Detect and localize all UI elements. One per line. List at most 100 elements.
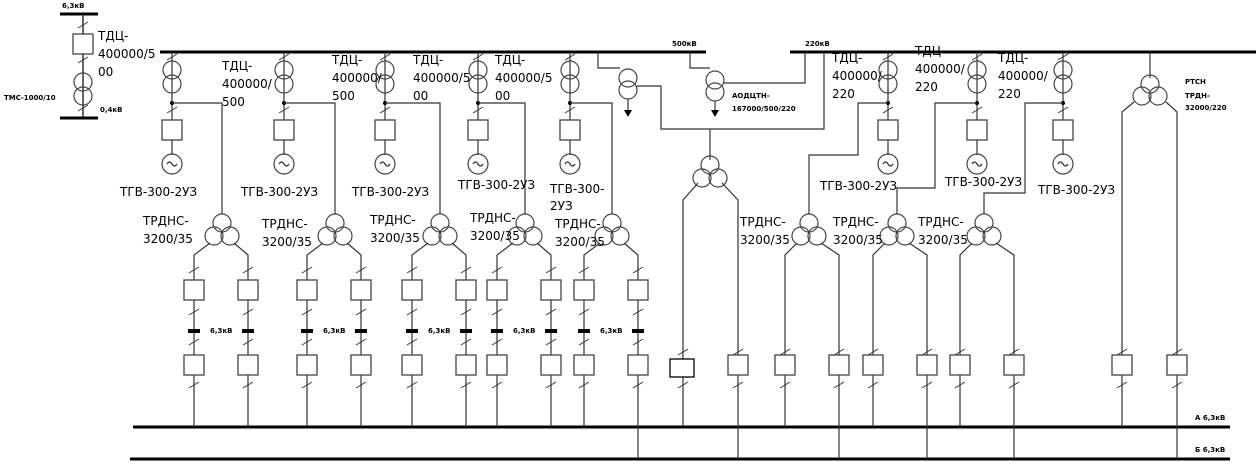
disconnector-mark <box>460 266 472 274</box>
tap-wire <box>896 102 977 214</box>
disconnector-mark <box>867 381 879 389</box>
split-winding-transformer-icon <box>791 226 811 246</box>
disconnector-mark <box>406 338 418 346</box>
transformer-winding-icon <box>560 60 580 80</box>
generator-sine-icon <box>882 161 894 167</box>
generator-icon <box>273 153 295 175</box>
disconnector-mark <box>867 348 879 356</box>
breaker-box <box>669 358 695 378</box>
breaker-box <box>540 279 562 301</box>
tap-wire <box>284 102 336 214</box>
disconnector-mark <box>77 104 89 112</box>
aux-transformer-label: 3200/35 <box>470 229 520 243</box>
rtsn-label: РТСН <box>1185 78 1206 86</box>
disconnector-mark <box>460 338 472 346</box>
tap-wire <box>808 102 888 214</box>
unit-transformer-label: 400000/ <box>832 69 883 83</box>
rtsn-transformer-icon <box>1148 86 1168 106</box>
disconnector-mark <box>379 53 391 61</box>
disconnector-mark <box>1171 381 1183 389</box>
generator-breaker <box>1052 119 1074 141</box>
disconnector-mark <box>406 308 418 316</box>
split-winding-transformer-icon <box>692 168 712 188</box>
split-winding-transformer-icon <box>422 226 442 246</box>
disconnector-mark <box>278 106 290 114</box>
unit-transformer-label: 220 <box>832 87 855 101</box>
generator-icon <box>877 153 899 175</box>
generator-sine-icon <box>472 161 484 167</box>
tap-wire <box>172 102 223 214</box>
transformer-winding-icon <box>274 60 294 80</box>
aux-transformer-label: ТРДНС- <box>832 215 879 229</box>
breaker-box <box>949 354 971 376</box>
split-winding-transformer-icon <box>602 213 622 233</box>
breaker-box <box>573 279 595 301</box>
aux-leg-wire <box>784 242 798 427</box>
load-arrow-icon <box>624 110 632 117</box>
transformer-winding-icon <box>1053 74 1073 94</box>
unit-transformer-label: 00 <box>413 89 428 103</box>
aux-transformer-label: ТРДНС- <box>142 214 189 228</box>
disconnector-mark <box>882 53 894 61</box>
disconnector-mark <box>77 56 89 64</box>
aux-leg-wire <box>411 242 429 427</box>
generator-icon <box>467 153 489 175</box>
disconnector-mark <box>545 266 557 274</box>
breaker-box <box>862 354 884 376</box>
unit-transformer-label: 220 <box>915 80 938 94</box>
split-winding-transformer-icon <box>982 226 1002 246</box>
disconnector-mark <box>921 381 933 389</box>
aux-transformer-label: ТРДНС- <box>369 213 416 227</box>
disconnector-mark <box>833 381 845 389</box>
breaker-box <box>237 279 259 301</box>
disconnector-mark <box>188 338 200 346</box>
disconnector-mark <box>632 266 644 274</box>
wire <box>1121 101 1135 427</box>
disconnector-mark <box>1008 348 1020 356</box>
unit-transformer-label: 400000/5 <box>98 47 156 61</box>
aux-leg-wire <box>623 242 639 459</box>
generator-icon <box>1052 153 1074 175</box>
split-winding-transformer-icon <box>974 213 994 233</box>
disconnector-mark <box>1057 53 1069 61</box>
breaker-box <box>296 279 318 301</box>
aux-transformer-label: 3200/35 <box>555 235 605 249</box>
transformer-winding-icon <box>560 74 580 94</box>
generator-label: ТГВ-300-2УЗ <box>240 185 318 199</box>
disconnector-mark <box>971 53 983 61</box>
transformer-winding-icon <box>274 74 294 94</box>
transformer-winding-icon <box>967 60 987 80</box>
aux-leg-wire <box>872 242 886 427</box>
generator-label: ТГВ-300- <box>549 182 604 196</box>
breaker-box <box>455 354 477 376</box>
breaker-box <box>183 354 205 376</box>
disconnector-mark <box>242 338 254 346</box>
aux-transformer-label: 3200/35 <box>833 233 883 247</box>
unit-transformer-label: ТДЦ- <box>997 51 1028 65</box>
split-winding-transformer-icon <box>594 226 614 246</box>
transformer-winding-icon <box>73 86 93 106</box>
breaker-box <box>401 279 423 301</box>
generator-label: 2УЗ <box>550 199 573 213</box>
disconnector-mark <box>166 53 178 61</box>
breaker-box <box>540 354 562 376</box>
disconnector-mark <box>188 308 200 316</box>
breaker-box <box>237 354 259 376</box>
transformer-winding-icon <box>468 74 488 94</box>
generator-icon <box>374 153 396 175</box>
disconnector-mark <box>1171 348 1183 356</box>
aux-transformer-label: 3200/35 <box>918 233 968 247</box>
generator-icon <box>161 153 183 175</box>
split-winding-transformer-icon <box>523 226 543 246</box>
disconnector-mark <box>188 381 200 389</box>
disconnector-mark <box>278 53 290 61</box>
aux-transformer-label: ТРДНС- <box>469 211 516 225</box>
aux-transformer-label: ТРДНС- <box>554 217 601 231</box>
split-winding-transformer-icon <box>438 226 458 246</box>
generator-label: ТГВ-300-2УЗ <box>351 185 429 199</box>
bus-label: 0,4кВ <box>100 106 123 114</box>
split-winding-transformer-icon <box>220 226 240 246</box>
aux-leg-wire <box>995 242 1015 459</box>
transformer-winding-icon <box>878 74 898 94</box>
